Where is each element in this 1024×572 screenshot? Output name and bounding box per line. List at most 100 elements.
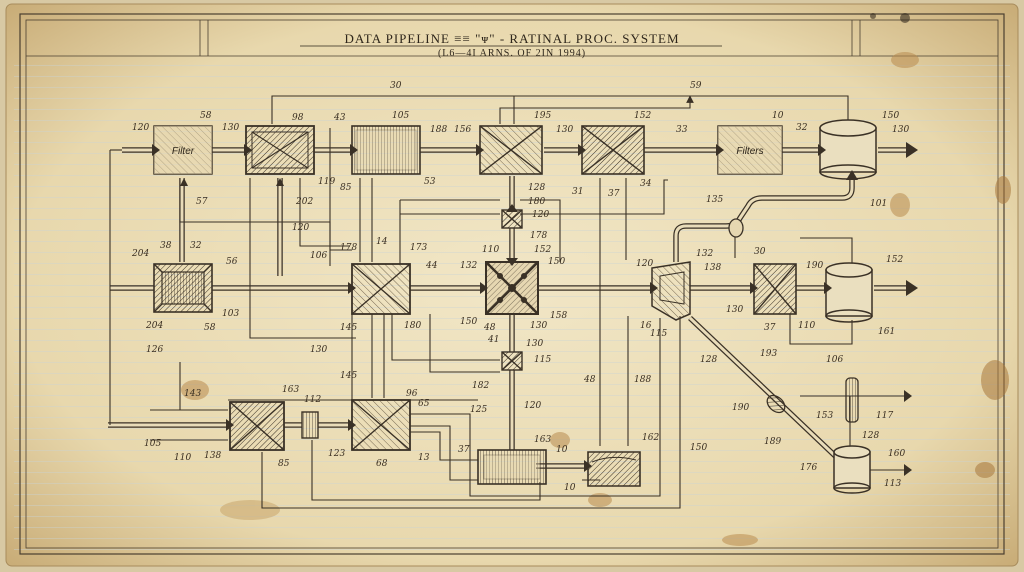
reference-number-128: 128 — [700, 355, 717, 365]
reference-number-204: 204 — [131, 249, 149, 259]
filter-label: Filter — [172, 146, 195, 157]
reference-number-33: 33 — [676, 125, 688, 135]
reference-number-189: 189 — [764, 437, 781, 447]
transform-block-98[interactable] — [245, 125, 315, 175]
reference-number-182: 182 — [472, 381, 489, 391]
source-block-38[interactable] — [153, 263, 213, 313]
reference-number-56: 56 — [226, 257, 238, 267]
mixer-block-152[interactable] — [581, 125, 645, 175]
reference-number-44: 44 — [425, 261, 438, 271]
junction-115[interactable] — [501, 351, 523, 371]
reference-number-110: 110 — [482, 245, 499, 255]
reference-number-16: 16 — [640, 321, 652, 331]
reference-number-125: 125 — [470, 405, 487, 415]
mixer-block-68[interactable] — [351, 399, 411, 451]
reference-number-204: 204 — [145, 321, 163, 331]
reference-number-57: 57 — [196, 197, 208, 207]
reference-numbers: 120 58 130 98 43 105 188 156 195 130 152… — [131, 81, 909, 493]
reference-number-145: 145 — [340, 323, 357, 333]
reference-number-123: 123 — [328, 449, 345, 459]
reference-number-138: 138 — [704, 263, 721, 273]
reference-number-37: 37 — [458, 445, 470, 455]
reference-number-115: 115 — [650, 329, 667, 339]
reference-number-163: 163 — [534, 435, 551, 445]
reference-number-37: 37 — [608, 189, 620, 199]
central-hub-110[interactable] — [485, 261, 539, 315]
reference-number-152: 152 — [886, 255, 903, 265]
reference-number-110: 110 — [798, 321, 815, 331]
reference-number-128: 128 — [862, 431, 879, 441]
coupler-112[interactable] — [301, 411, 319, 439]
reference-number-202: 202 — [295, 197, 313, 207]
mixer-block-163[interactable] — [229, 401, 285, 451]
reference-number-153: 153 — [816, 411, 833, 421]
reference-number-132: 132 — [460, 261, 477, 271]
reference-number-130: 130 — [526, 339, 543, 349]
reference-number-32: 32 — [190, 241, 202, 251]
reference-number-130: 130 — [530, 321, 547, 331]
reference-number-13: 13 — [418, 453, 430, 463]
reference-number-98: 98 — [292, 113, 304, 123]
storage-tank-150[interactable] — [819, 119, 877, 180]
reference-number-195: 195 — [534, 111, 551, 121]
reference-number-193: 193 — [760, 349, 777, 359]
flow-arrows — [152, 142, 918, 476]
reference-number-180: 180 — [404, 321, 421, 331]
reference-number-30: 30 — [754, 247, 766, 257]
reference-number-190: 190 — [732, 403, 749, 413]
filters-block[interactable]: Filters — [717, 125, 783, 175]
reference-number-32: 32 — [796, 123, 808, 133]
reference-number-135: 135 — [706, 195, 723, 205]
reference-number-190: 190 — [806, 261, 823, 271]
reference-number-37: 37 — [764, 323, 776, 333]
reference-number-101: 101 — [870, 199, 887, 209]
filter-block[interactable]: Filter — [153, 125, 213, 175]
reference-number-58: 58 — [204, 323, 216, 333]
reference-number-68: 68 — [376, 459, 388, 469]
valve-135[interactable] — [728, 218, 744, 238]
reference-number-58: 58 — [200, 111, 212, 121]
column-117[interactable] — [845, 377, 859, 423]
storage-tank-160[interactable] — [833, 445, 871, 494]
reference-number-158: 158 — [550, 311, 567, 321]
reference-number-119: 119 — [318, 177, 335, 187]
reference-number-150: 150 — [882, 111, 899, 121]
reference-number-152: 152 — [534, 245, 551, 255]
reference-number-110: 110 — [174, 453, 191, 463]
reference-number-10: 10 — [556, 445, 568, 455]
buffer-block-105[interactable] — [351, 125, 421, 175]
inline-valve-189[interactable] — [764, 392, 788, 416]
reference-number-112: 112 — [304, 395, 321, 405]
router-block-178[interactable] — [351, 263, 411, 315]
reference-number-188: 188 — [430, 125, 447, 135]
reference-number-152: 152 — [634, 111, 651, 121]
reference-number-130: 130 — [222, 123, 239, 133]
reference-number-128: 128 — [528, 183, 545, 193]
filters-label: Filters — [736, 146, 763, 157]
reference-number-120: 120 — [636, 259, 653, 269]
reference-number-120: 120 — [524, 401, 541, 411]
reference-number-132: 132 — [696, 249, 713, 259]
mixer-block-130[interactable] — [753, 263, 797, 315]
reference-number-120: 120 — [132, 123, 149, 133]
buffer-block-163[interactable] — [477, 449, 547, 485]
reference-number-59: 59 — [690, 81, 702, 91]
reference-number-38: 38 — [160, 241, 172, 251]
mixer-block-195[interactable] — [479, 125, 543, 175]
reference-number-160: 160 — [888, 449, 905, 459]
reference-number-103: 103 — [222, 309, 239, 319]
reference-number-14: 14 — [376, 237, 388, 247]
buffer-block-162[interactable] — [587, 451, 641, 487]
diagram-subtitle: (L6—4I ARNS. OF 2IN 1994) — [438, 48, 586, 59]
reference-number-163: 163 — [282, 385, 299, 395]
reference-number-162: 162 — [642, 433, 659, 443]
reference-number-161: 161 — [878, 327, 895, 337]
reference-number-53: 53 — [424, 177, 436, 187]
reference-number-188: 188 — [634, 375, 651, 385]
reference-number-41: 41 — [487, 335, 499, 345]
junction-180[interactable] — [501, 209, 523, 229]
reference-number-178: 178 — [340, 243, 357, 253]
valve-funnel-16[interactable] — [651, 261, 691, 321]
storage-tank-152[interactable] — [825, 262, 873, 323]
